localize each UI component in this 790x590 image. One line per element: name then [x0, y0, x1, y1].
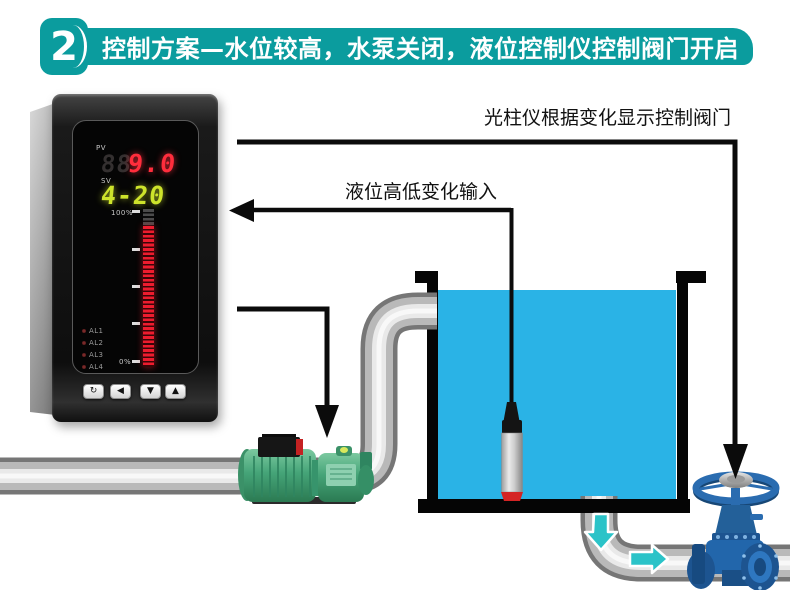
title-segment: ，水泵: [322, 35, 396, 63]
bargraph-top-label: 100%: [111, 209, 134, 217]
control-line-to-pump: [237, 306, 330, 407]
arrowhead-pump-icon: [315, 405, 339, 438]
device-front-panel: PV 88 9.0 SV 4-20 100% 0% AL1: [52, 94, 218, 422]
bargraph-unlit-segment: [143, 209, 154, 226]
bargraph-tick: [132, 360, 140, 363]
down-button: ▼: [140, 384, 161, 399]
tank-left-wall: [427, 271, 438, 512]
alarm-led-icon: [82, 365, 86, 369]
reset-button: ↻: [83, 384, 104, 399]
pump-fins: [253, 456, 311, 497]
sensor-probe-body: [501, 432, 523, 493]
alarm-indicator: AL3: [82, 351, 103, 359]
alarm-led-icon: [82, 341, 86, 345]
alarm-led-icon: [82, 329, 86, 333]
step-number-badge: 2: [40, 18, 88, 75]
level-sensor: [501, 208, 523, 501]
valve-bonnet: [715, 505, 757, 535]
level-annotation: 液位高低变化输入: [345, 181, 498, 203]
title-banner: 控制方案—水位较高，水泵关闭，液位控制仪控制阀门开启: [86, 28, 753, 65]
flow-arrow-right-icon: [628, 543, 670, 575]
bargraph-tick: [132, 248, 140, 251]
level-controller: PV 88 9.0 SV 4-20 100% 0% AL1: [30, 94, 218, 422]
up-button: ▲: [165, 384, 186, 399]
pv-value: 9.0: [126, 149, 178, 178]
water-pump: [238, 434, 374, 504]
alarm-led-icon: [82, 353, 86, 357]
pv-label: PV: [96, 144, 107, 152]
shift-left-button: ◀: [110, 384, 131, 399]
arrowhead-instrument-icon: [229, 199, 254, 222]
bargraph-lit-segment: [143, 226, 154, 367]
title-segment-bold: 关闭: [396, 35, 445, 63]
bargraph-tick: [132, 285, 140, 288]
sv-label: SV: [101, 177, 112, 185]
alarm-indicator: AL2: [82, 339, 103, 347]
title-segment: ，液位控制仪控制阀门: [445, 35, 690, 63]
bargraph-tick: [132, 210, 140, 213]
gate-valve: [687, 471, 780, 590]
badge-arc-decoration: [73, 25, 87, 68]
alarm-indicator: AL4: [82, 363, 103, 371]
control-line-to-valve: [237, 139, 738, 446]
valve-annotation: 光柱仪根据变化显示控制阀门: [484, 107, 732, 129]
led-bargraph: [143, 209, 154, 367]
sensor-probe-tip: [501, 492, 523, 501]
title-segment: 控制方案—水位: [102, 35, 274, 63]
sv-value: 4-20: [99, 181, 167, 210]
pump-nameplate: [326, 464, 356, 486]
flow-arrow-down-icon: [583, 512, 619, 552]
title-segment-bold: 开启: [690, 35, 739, 63]
bargraph-tick: [132, 322, 140, 325]
water-tank: [415, 271, 706, 513]
tank-water: [438, 290, 676, 500]
tank-right-wall: [677, 271, 688, 512]
alarm-indicator: AL1: [82, 327, 103, 335]
device-display: PV 88 9.0 SV 4-20 100% 0% AL1: [72, 120, 199, 374]
title-segment-bold: 较高: [273, 35, 323, 63]
arrowhead-valve-icon: [723, 444, 748, 479]
control-lines: [237, 139, 738, 446]
tank-bottom: [418, 499, 690, 513]
bargraph-bottom-label: 0%: [119, 358, 132, 366]
